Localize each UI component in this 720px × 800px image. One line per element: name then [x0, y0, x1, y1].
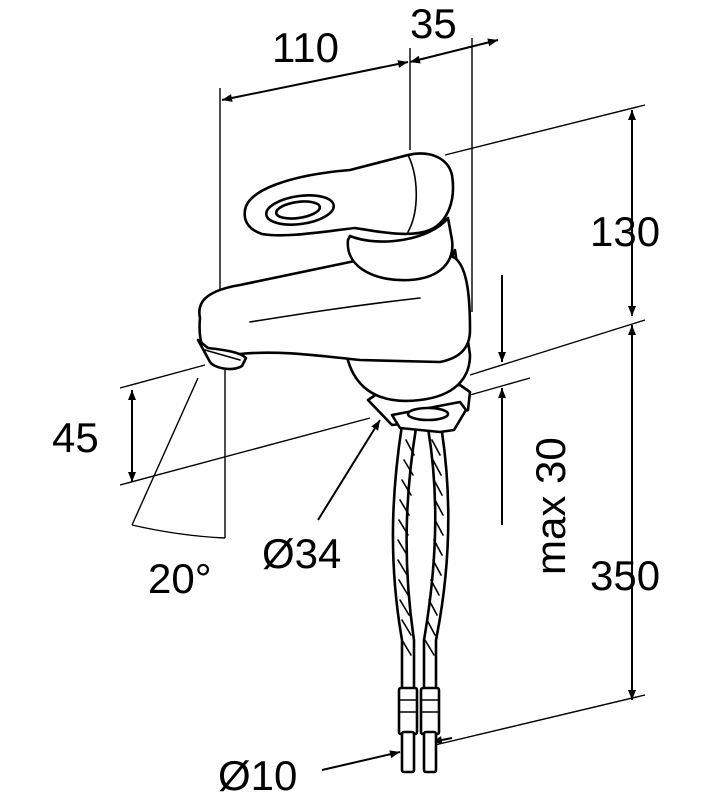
label-dia10: Ø10 — [218, 752, 297, 799]
faucet-body — [196, 216, 472, 403]
label-max30: max 30 — [527, 437, 574, 575]
label-35: 35 — [410, 0, 457, 47]
dim-110-line — [221, 60, 409, 102]
dimension-labels: 110 35 130 45 max 30 350 Ø34 Ø10 20° — [52, 0, 660, 799]
dim-35-line — [409, 38, 499, 64]
label-110: 110 — [272, 24, 339, 71]
label-dia34: Ø34 — [262, 530, 341, 577]
dia10-leader — [321, 750, 401, 771]
dimension-arrows — [128, 38, 636, 771]
supply-hoses — [391, 423, 450, 774]
label-45: 45 — [52, 414, 99, 461]
lever-handle — [243, 152, 455, 237]
dia34-leader — [317, 419, 381, 521]
label-350: 350 — [590, 552, 660, 599]
label-130: 130 — [590, 208, 660, 255]
label-20deg: 20° — [148, 555, 212, 602]
extension-lines — [119, 38, 646, 746]
